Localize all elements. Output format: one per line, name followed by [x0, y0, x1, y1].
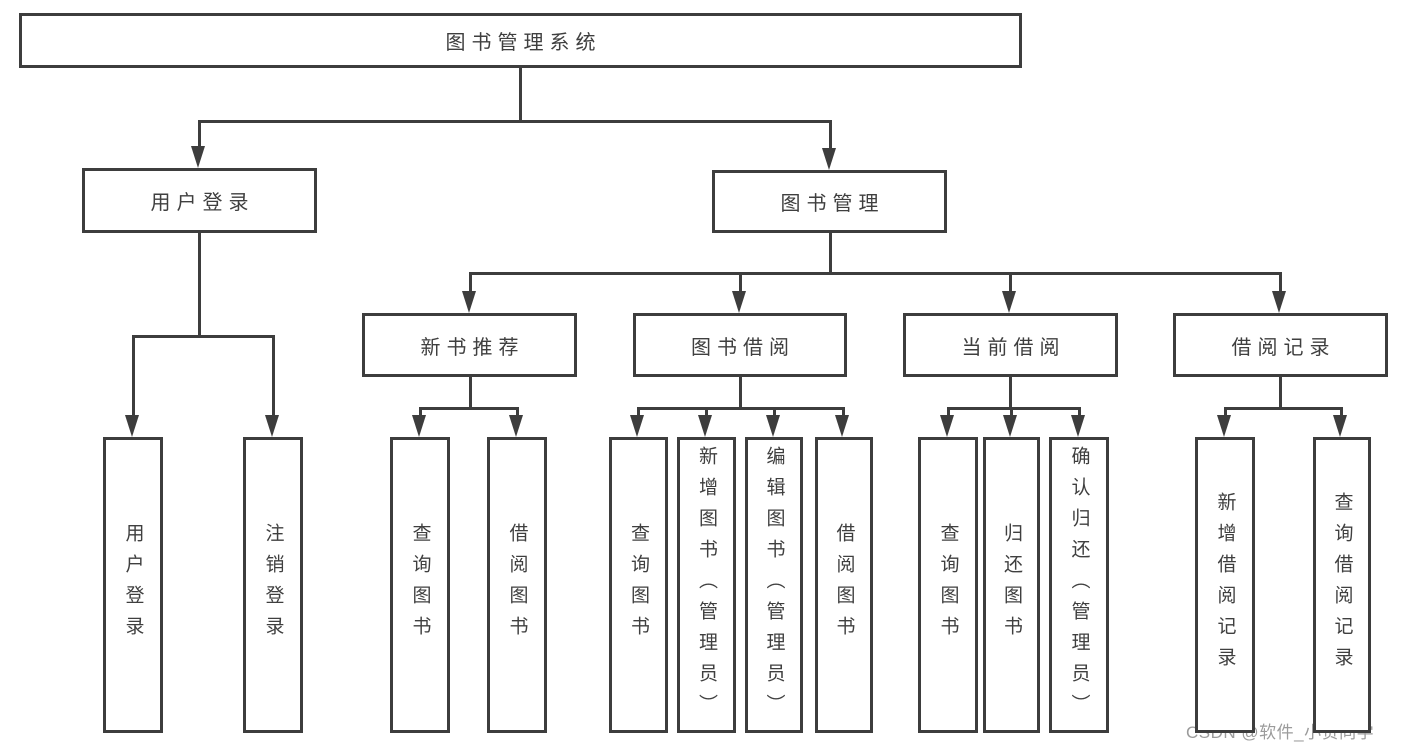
- connector-bar-user-login-split: [132, 335, 275, 338]
- connector-bar-borrow-records-split: [1224, 407, 1343, 410]
- connector-drop-book-mgmt-split-0: [469, 272, 472, 294]
- connector-stem-borrow-records-split: [1279, 377, 1282, 410]
- node-label-leaf-nb-query-book: 查询图书: [409, 523, 431, 647]
- node-system-root: 图书管理系统: [19, 13, 1022, 68]
- node-label-leaf-cb-query-book: 查询图书: [937, 523, 959, 647]
- node-leaf-nb-borrow-book: 借阅图书: [487, 437, 547, 733]
- node-leaf-bb-borrow-book: 借阅图书: [815, 437, 873, 733]
- connector-bar-book-borrow-split: [637, 407, 845, 410]
- connector-drop-book-borrow-split-2: [773, 407, 776, 418]
- connector-drop-current-borrow-split-0: [947, 407, 950, 418]
- connector-bar-book-mgmt-split: [469, 272, 1282, 275]
- connector-stem-root-split: [519, 68, 522, 123]
- connector-stem-book-mgmt-split: [829, 233, 832, 275]
- connector-stem-new-book-split: [469, 377, 472, 410]
- node-leaf-bb-edit-book: 编辑图书（管理员）: [745, 437, 803, 733]
- connector-stem-current-borrow-split: [1009, 377, 1012, 410]
- node-label-system-root: 图书管理系统: [445, 32, 602, 54]
- arrowhead-icon-new-book-split-0: [412, 415, 426, 437]
- arrowhead-icon-book-borrow-split-2: [766, 415, 780, 437]
- node-leaf-br-query-record: 查询借阅记录: [1313, 437, 1371, 733]
- node-leaf-cb-return-book: 归还图书: [983, 437, 1040, 733]
- connector-bar-root-split: [198, 120, 832, 123]
- node-current-borrowing: 当前借阅: [903, 313, 1118, 377]
- arrowhead-icon-root-split-0: [191, 146, 205, 168]
- node-label-leaf-user-login: 用户登录: [122, 523, 144, 647]
- connector-stem-book-borrow-split: [739, 377, 742, 410]
- arrowhead-icon-root-split-1: [822, 148, 836, 170]
- arrowhead-icon-book-mgmt-split-3: [1272, 291, 1286, 313]
- arrowhead-icon-user-login-split-0: [125, 415, 139, 437]
- connector-drop-new-book-split-1: [516, 407, 519, 418]
- connector-drop-user-login-split-0: [132, 335, 135, 418]
- node-leaf-br-add-record: 新增借阅记录: [1195, 437, 1255, 733]
- node-label-user-login: 用户登录: [150, 192, 255, 214]
- node-book-borrowing: 图书借阅: [633, 313, 847, 377]
- connector-drop-new-book-split-0: [419, 407, 422, 418]
- arrowhead-icon-book-borrow-split-1: [698, 415, 712, 437]
- node-label-leaf-bb-add-book: 新增图书（管理员）: [696, 445, 717, 725]
- arrowhead-icon-current-borrow-split-0: [940, 415, 954, 437]
- node-new-book-recommend: 新书推荐: [362, 313, 577, 377]
- connector-drop-book-borrow-split-1: [705, 407, 708, 418]
- connector-drop-root-split-0: [198, 120, 201, 149]
- arrowhead-icon-book-borrow-split-3: [835, 415, 849, 437]
- connector-drop-root-split-1: [829, 120, 832, 151]
- node-book-management: 图书管理: [712, 170, 947, 233]
- node-label-leaf-logout: 注销登录: [262, 523, 284, 647]
- node-leaf-logout: 注销登录: [243, 437, 303, 733]
- node-label-book-borrowing: 图书借阅: [691, 336, 795, 359]
- connector-drop-borrow-records-split-1: [1340, 407, 1343, 418]
- node-user-login: 用户登录: [82, 168, 317, 233]
- node-label-leaf-br-add-record: 新增借阅记录: [1214, 492, 1236, 678]
- node-label-leaf-bb-query-book: 查询图书: [628, 523, 649, 647]
- node-label-book-management: 图书管理: [780, 193, 885, 215]
- node-label-leaf-cb-return-book: 归还图书: [1001, 523, 1022, 647]
- connector-drop-book-borrow-split-3: [842, 407, 845, 418]
- node-label-borrow-records: 借阅记录: [1231, 336, 1336, 359]
- node-label-leaf-cb-confirm-return: 确认归还（管理员）: [1068, 445, 1090, 725]
- connector-drop-borrow-records-split-0: [1224, 407, 1227, 418]
- arrowhead-icon-book-mgmt-split-1: [732, 291, 746, 313]
- arrowhead-icon-current-borrow-split-2: [1071, 415, 1085, 437]
- node-leaf-bb-add-book: 新增图书（管理员）: [677, 437, 736, 733]
- connector-bar-current-borrow-split: [947, 407, 1081, 410]
- node-label-leaf-nb-borrow-book: 借阅图书: [506, 523, 528, 647]
- connector-drop-current-borrow-split-1: [1010, 407, 1013, 418]
- node-leaf-cb-query-book: 查询图书: [918, 437, 978, 733]
- arrowhead-icon-book-borrow-split-0: [630, 415, 644, 437]
- connector-drop-book-mgmt-split-1: [739, 272, 742, 294]
- arrowhead-icon-book-mgmt-split-2: [1002, 291, 1016, 313]
- connector-bar-new-book-split: [419, 407, 519, 410]
- arrowhead-icon-new-book-split-1: [509, 415, 523, 437]
- connector-drop-user-login-split-1: [272, 335, 275, 418]
- arrowhead-icon-borrow-records-split-0: [1217, 415, 1231, 437]
- connector-drop-book-borrow-split-0: [637, 407, 640, 418]
- node-label-leaf-bb-borrow-book: 借阅图书: [833, 523, 855, 647]
- arrowhead-icon-current-borrow-split-1: [1003, 415, 1017, 437]
- node-label-leaf-bb-edit-book: 编辑图书（管理员）: [763, 445, 785, 725]
- arrowhead-icon-book-mgmt-split-0: [462, 291, 476, 313]
- arrowhead-icon-borrow-records-split-1: [1333, 415, 1347, 437]
- node-leaf-cb-confirm-return: 确认归还（管理员）: [1049, 437, 1109, 733]
- arrowhead-icon-user-login-split-1: [265, 415, 279, 437]
- node-borrow-records: 借阅记录: [1173, 313, 1388, 377]
- node-leaf-user-login: 用户登录: [103, 437, 163, 733]
- connector-drop-book-mgmt-split-2: [1009, 272, 1012, 294]
- node-label-leaf-br-query-record: 查询借阅记录: [1331, 492, 1353, 678]
- node-label-new-book-recommend: 新书推荐: [420, 336, 525, 359]
- node-leaf-nb-query-book: 查询图书: [390, 437, 450, 733]
- connector-drop-current-borrow-split-2: [1078, 407, 1081, 418]
- node-label-current-borrowing: 当前借阅: [961, 336, 1066, 359]
- node-leaf-bb-query-book: 查询图书: [609, 437, 668, 733]
- connector-drop-book-mgmt-split-3: [1279, 272, 1282, 294]
- connector-stem-user-login-split: [198, 233, 201, 338]
